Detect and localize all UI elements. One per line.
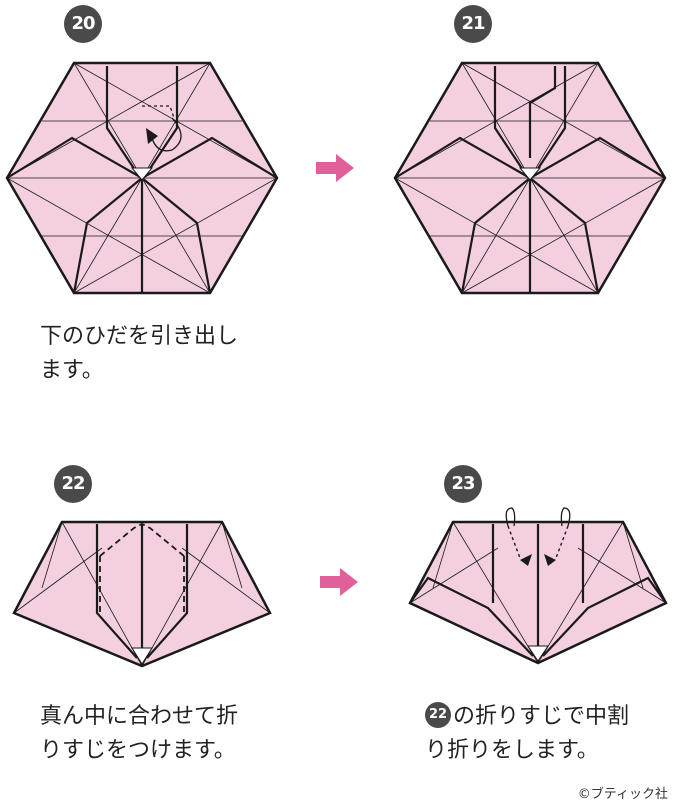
caption-step-23-line1: の折りすじで中割 xyxy=(453,704,630,729)
caption-step-22: 真ん中に合わせて折 りすじをつけます。 xyxy=(40,700,238,768)
copyright-notice: ©ブティック社 xyxy=(577,787,668,802)
next-arrow-icon xyxy=(320,568,358,596)
caption-step-20: 下のひだを引き出し ます。 xyxy=(40,320,238,388)
caption-step-22-line1: 真ん中に合わせて折 xyxy=(40,704,239,729)
next-arrow-icon xyxy=(316,154,354,182)
step-number-22: 22 xyxy=(54,465,92,503)
caption-step-20-line1: 下のひだを引き出し xyxy=(40,324,239,349)
diagram-step-20 xyxy=(5,61,279,295)
caption-step-20-line2: ます。 xyxy=(40,358,104,383)
diagram-step-23 xyxy=(408,507,668,665)
step-reference-badge: 22 xyxy=(425,702,451,728)
step-number-21: 21 xyxy=(454,5,492,43)
diagram-step-22 xyxy=(12,520,272,668)
caption-step-22-line2: りすじをつけます。 xyxy=(40,738,236,763)
diagram-step-21 xyxy=(393,61,667,295)
caption-step-23-line2: り折りをします。 xyxy=(425,738,599,763)
step-number-23: 23 xyxy=(444,465,482,503)
step-number-20: 20 xyxy=(64,5,102,43)
